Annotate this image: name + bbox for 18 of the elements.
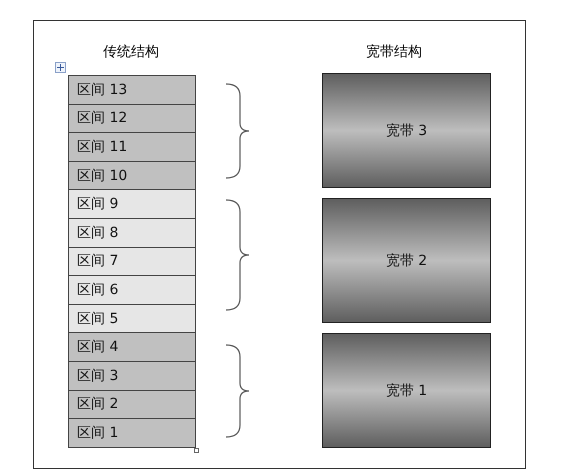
interval-cell: 区间 4 [68,332,196,362]
band-box: 宽带 2 [322,198,491,323]
column-heading: 传统结构 [103,43,159,61]
interval-cell: 区间 13 [68,75,196,105]
interval-cell: 区间 10 [68,160,196,190]
interval-cell: 区间 11 [68,132,196,162]
interval-cell: 区间 5 [68,304,196,334]
interval-cell: 区间 3 [68,361,196,391]
interval-cell: 区间 2 [68,390,196,420]
interval-cell: 区间 12 [68,104,196,134]
interval-cell: 区间 6 [68,275,196,305]
interval-cell: 区间 9 [68,189,196,219]
interval-cell: 区间 7 [68,246,196,276]
interval-cell: 区间 1 [68,418,196,448]
band-box: 宽带 1 [322,333,491,448]
column-heading: 宽带结构 [366,43,422,61]
band-box: 宽带 3 [322,73,491,188]
interval-cell: 区间 8 [68,218,196,248]
